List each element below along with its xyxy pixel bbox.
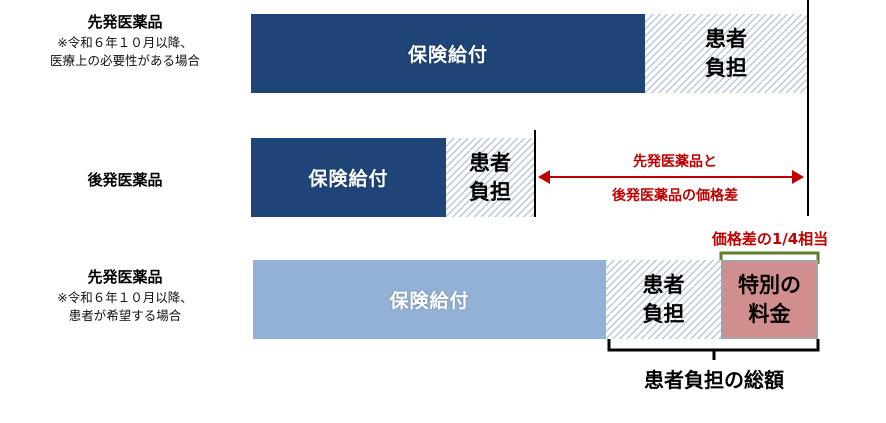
- row2-copay-line1: 患者: [469, 150, 511, 175]
- row2-insurance-bar: 保険給付: [251, 138, 446, 217]
- row1-copay-line2: 負担: [705, 55, 747, 80]
- original-price-line: [807, 0, 809, 216]
- row3-note-line1: ※令和６年１０月以降、: [57, 290, 193, 305]
- total-label: 患者負担の総額: [644, 368, 784, 392]
- row2-copay-line2: 負担: [469, 179, 511, 204]
- price-gap-label-line1: 先発医薬品と: [633, 154, 717, 170]
- special-fee-box: 特別の 料金: [721, 260, 818, 339]
- price-gap-label-line2: 後発医薬品の価格差: [612, 188, 738, 204]
- row3-insurance-label: 保険給付: [389, 290, 470, 312]
- row2-copay-box: 患者 負担: [446, 138, 534, 217]
- row2-title: 後発医薬品: [87, 171, 163, 189]
- row3-copay-line2: 負担: [642, 301, 685, 326]
- row3-note-line2: 患者が希望する場合: [68, 308, 182, 323]
- row2-insurance-label: 保険給付: [308, 168, 389, 190]
- row3-insurance-bar: 保険給付: [253, 260, 606, 339]
- price-gap-arrow: [538, 170, 804, 184]
- row3-copay-line1: 患者: [642, 272, 685, 297]
- row3-copay-box: 患者 負担: [606, 260, 721, 339]
- row3-title: 先発医薬品: [87, 268, 163, 286]
- total-brace: [607, 339, 820, 360]
- row1-insurance-bar: 保険給付: [251, 14, 645, 93]
- special-fee-line2: 料金: [748, 301, 791, 326]
- row1-copay-box: 患者 負担: [645, 14, 807, 93]
- row1-insurance-label: 保険給付: [407, 44, 488, 66]
- row1-note-line2: 医療上の必要性がある場合: [49, 53, 200, 68]
- special-fee-line1: 特別の: [738, 272, 801, 297]
- row1-title: 先発医薬品: [87, 13, 163, 31]
- quarter-label: 価格差の1/4相当: [711, 230, 829, 248]
- row1-copay-line1: 患者: [705, 26, 747, 51]
- generic-price-line: [534, 130, 536, 217]
- row1-note-line1: ※令和６年１０月以降、: [57, 35, 193, 50]
- quarter-bracket: [719, 251, 820, 264]
